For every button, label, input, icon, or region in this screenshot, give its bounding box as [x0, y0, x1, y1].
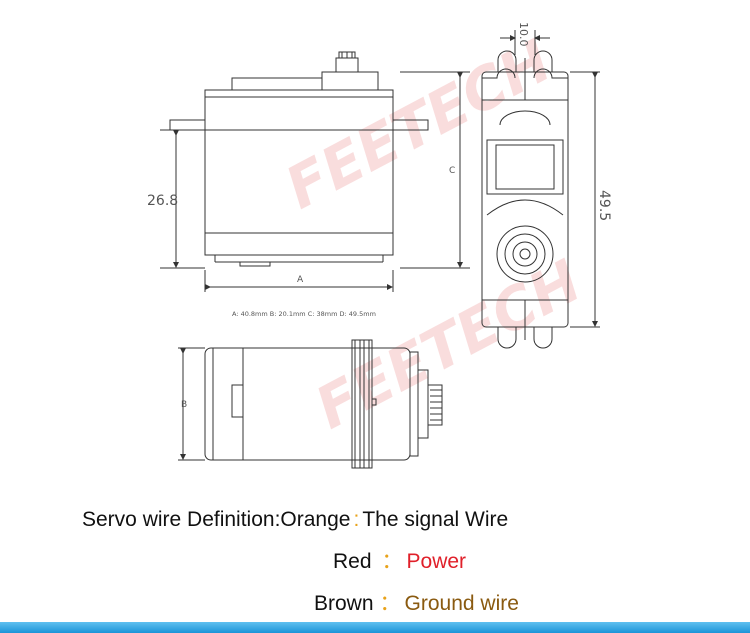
legend-meaning-red: Power: [406, 550, 467, 573]
legend-wire-brown: Brown: [314, 592, 374, 615]
legend-row-red: Red ：Power: [333, 545, 466, 575]
legend-sep-brown: ：: [379, 592, 401, 615]
bottom-accent-bar: [0, 622, 750, 633]
legend-row-orange: Servo wire Definition:Orange:The signal …: [82, 508, 508, 532]
dim-total-height-label: 49.5: [596, 190, 612, 221]
dim-height-label: 26.8: [147, 193, 178, 209]
legend-sep-orange: :: [353, 508, 360, 531]
dim-b-label: B: [181, 400, 187, 410]
legend-title: Servo wire Definition:: [82, 508, 281, 531]
dim-c-label: C: [449, 166, 455, 176]
front-view: [160, 51, 470, 292]
watermark-text-1: FEETECH: [275, 27, 562, 223]
legend-row-brown: Brown：Ground wire: [314, 587, 519, 617]
legend-meaning-brown: Ground wire: [404, 592, 519, 615]
watermark-text-2: FEETECH: [305, 247, 592, 443]
legend-sep-red: ：: [381, 550, 403, 573]
legend-wire-orange: Orange: [280, 508, 351, 531]
side-view: [178, 339, 443, 469]
servo-technical-drawing: FEETECH FEETECH 26.8 A C: [147, 22, 612, 469]
dim-spec-line: A: 40.8mm B: 20.1mm C: 38mm D: 49.5mm: [232, 310, 376, 318]
legend-wire-red: Red: [333, 550, 372, 573]
top-view: [481, 30, 600, 349]
legend-meaning-orange: The signal Wire: [362, 508, 509, 531]
dim-a-label: A: [297, 275, 304, 285]
dim-top-width-label: 10.0: [517, 22, 530, 47]
